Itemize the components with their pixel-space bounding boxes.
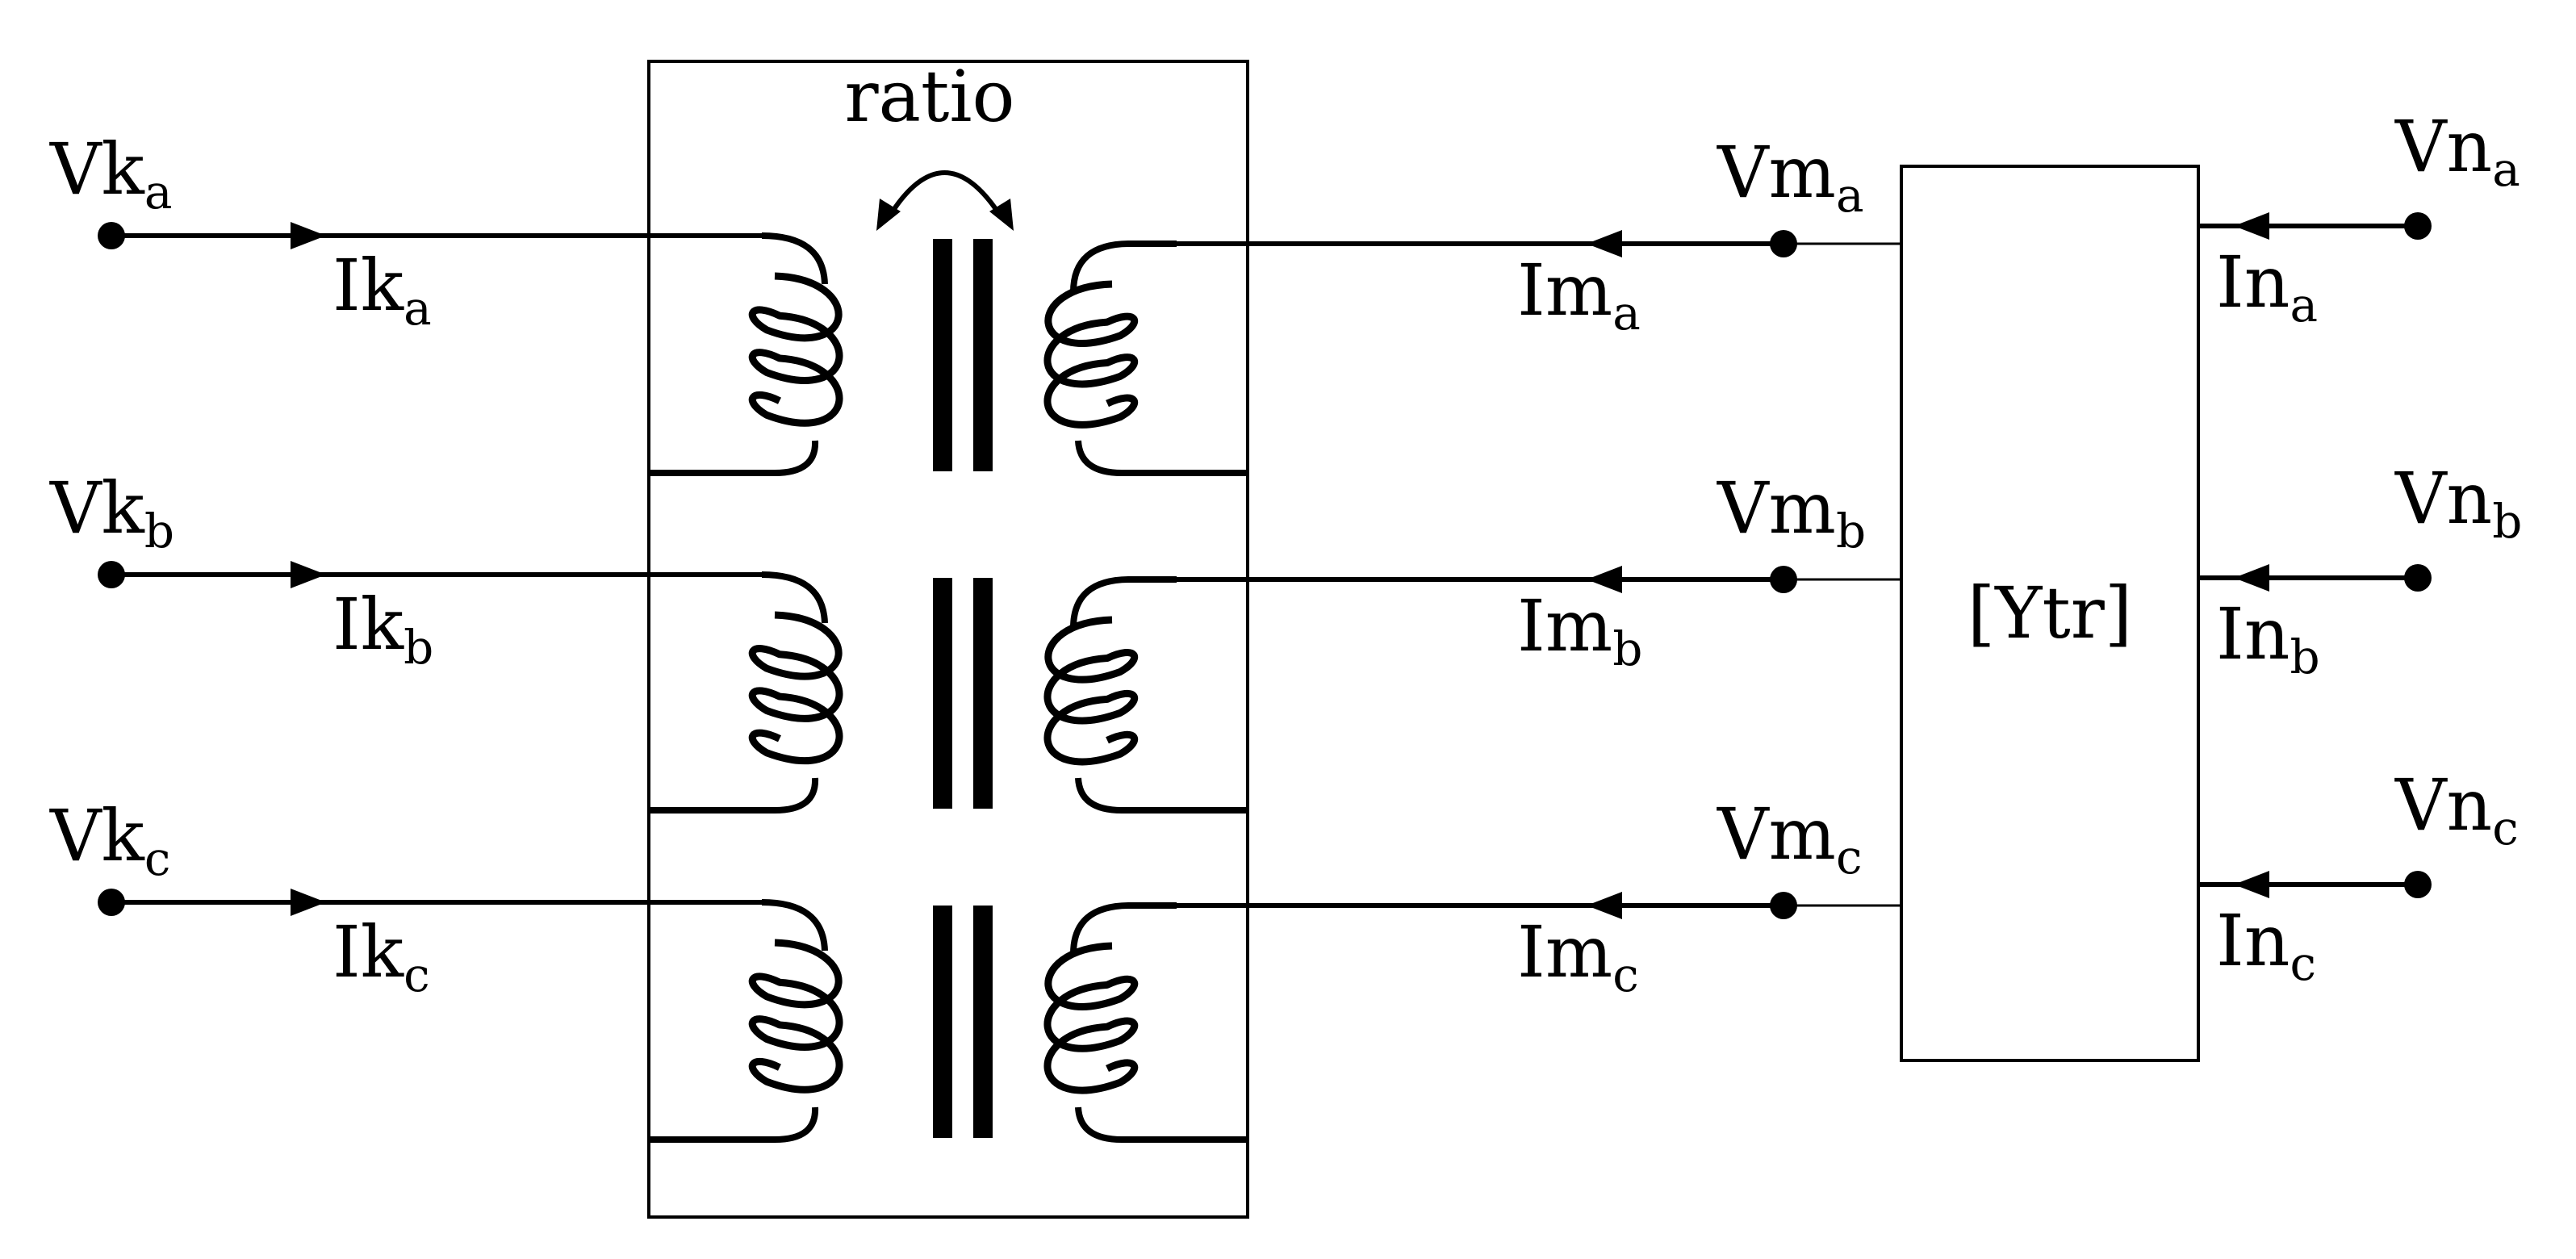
ik-arrow bbox=[291, 561, 326, 588]
primary-lead-bottom bbox=[650, 440, 819, 476]
core-bar-left bbox=[933, 906, 952, 1138]
vk-label: Vka bbox=[49, 128, 172, 220]
in-arrow bbox=[2234, 564, 2269, 592]
vn-node bbox=[2404, 212, 2432, 240]
vm-label: Vmb bbox=[1717, 466, 1866, 558]
core-bar-right bbox=[973, 906, 993, 1138]
secondary-lead-top bbox=[1070, 576, 1177, 629]
core-bar-right bbox=[973, 239, 993, 471]
secondary-lead-top bbox=[1070, 241, 1177, 293]
ratio-arrowhead-left bbox=[876, 199, 901, 231]
primary-coil bbox=[748, 939, 843, 1094]
im-label: Imc bbox=[1517, 910, 1639, 1002]
in-label: Ina bbox=[2216, 241, 2318, 333]
primary-coil bbox=[748, 611, 843, 765]
vn-label: Vna bbox=[2394, 105, 2520, 197]
core-bar-right bbox=[973, 578, 993, 809]
vn-node bbox=[2404, 871, 2432, 898]
transformer-box bbox=[647, 60, 1249, 1219]
in-arrow bbox=[2234, 212, 2269, 240]
secondary-lead-bottom bbox=[1075, 440, 1246, 476]
im-arrow bbox=[1587, 566, 1622, 593]
secondary-coil bbox=[1043, 616, 1139, 766]
ratio-label: ratio bbox=[844, 55, 1014, 138]
secondary-lead-bottom bbox=[1075, 777, 1246, 814]
primary-coil bbox=[748, 272, 843, 427]
secondary-lead-top bbox=[1070, 902, 1177, 955]
vm-label: Vmc bbox=[1717, 793, 1862, 885]
vn-label: Vnb bbox=[2394, 457, 2522, 549]
secondary-coil bbox=[1043, 942, 1139, 1094]
ik-label: Ikb bbox=[332, 583, 433, 675]
ik-arrow bbox=[291, 222, 326, 249]
ik-label: Ika bbox=[332, 244, 432, 336]
im-label: Ima bbox=[1517, 249, 1641, 341]
vm-label: Vma bbox=[1717, 131, 1864, 223]
core-bar-left bbox=[933, 578, 952, 809]
vn-node bbox=[2404, 564, 2432, 592]
primary-lead-bottom bbox=[650, 777, 819, 814]
core-bar-left bbox=[933, 239, 952, 471]
primary-lead-top bbox=[761, 232, 828, 285]
vk-label: Vkc bbox=[49, 794, 170, 886]
vn-label: Vnc bbox=[2394, 763, 2519, 855]
primary-lead-top bbox=[761, 899, 828, 952]
ratio-curved-arrow bbox=[887, 170, 1003, 218]
ratio-arrowhead-right bbox=[989, 199, 1014, 231]
in-label: Inc bbox=[2216, 899, 2316, 991]
ik-arrow bbox=[291, 889, 326, 916]
im-label: Imb bbox=[1517, 584, 1642, 676]
secondary-coil bbox=[1043, 280, 1139, 429]
in-label: Inb bbox=[2216, 592, 2320, 684]
primary-lead-top bbox=[761, 571, 828, 624]
im-arrow bbox=[1587, 230, 1622, 257]
im-arrow bbox=[1587, 892, 1622, 919]
primary-lead-bottom bbox=[650, 1106, 819, 1143]
secondary-lead-bottom bbox=[1075, 1106, 1246, 1143]
vk-label: Vkb bbox=[49, 466, 174, 558]
ytr-box bbox=[1900, 165, 2200, 1062]
in-arrow bbox=[2234, 871, 2269, 898]
ytr-label: [Ytr] bbox=[1968, 571, 2132, 655]
ik-label: Ikc bbox=[332, 910, 430, 1002]
